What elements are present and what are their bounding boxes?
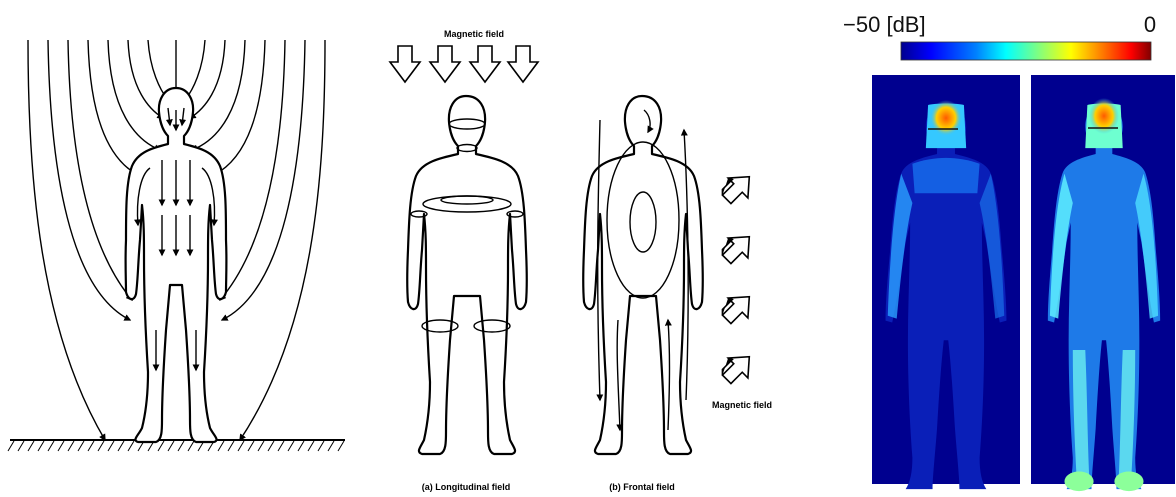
field-line	[222, 40, 305, 320]
panel-a-field-lines	[8, 40, 345, 451]
field-line	[192, 40, 245, 150]
top-field-label: Magnetic field	[444, 29, 504, 39]
caption-frontal: (b) Frontal field	[609, 482, 675, 492]
down-arrow-icon	[390, 46, 420, 82]
field-line	[220, 40, 285, 300]
field-line	[214, 40, 265, 175]
side-field-label: Magnetic field	[712, 400, 772, 410]
caption-longitudinal: (a) Longitudinal field	[422, 482, 511, 492]
field-line	[48, 40, 130, 320]
field-line	[190, 40, 225, 118]
colorbar	[901, 42, 1151, 60]
ground-hatching	[8, 441, 344, 451]
hotspot-head-left	[930, 100, 962, 136]
field-line	[128, 40, 163, 118]
top-field-arrows	[390, 46, 538, 82]
scale-max-label: 0	[1144, 12, 1156, 37]
diagonal-arrow-icon	[717, 227, 759, 269]
field-line	[185, 40, 205, 100]
body-outline-longitudinal	[407, 96, 527, 454]
diagonal-arrow-icon	[717, 347, 759, 389]
diagonal-arrow-icon	[717, 287, 759, 329]
side-field-arrows	[717, 167, 759, 389]
down-arrow-icon	[430, 46, 460, 82]
diagonal-arrow-icon	[717, 167, 759, 209]
field-line	[68, 40, 132, 300]
field-line	[108, 40, 160, 150]
down-arrow-icon	[508, 46, 538, 82]
down-arrow-icon	[470, 46, 500, 82]
scale-min-label: −50 [dB]	[843, 12, 926, 37]
panel-b-induced-currents: Magnetic field (a) Longitudinal field	[390, 29, 772, 492]
body-outline-a	[126, 88, 227, 442]
panel-c-heatmaps: −50 [dB] 0	[843, 12, 1175, 491]
